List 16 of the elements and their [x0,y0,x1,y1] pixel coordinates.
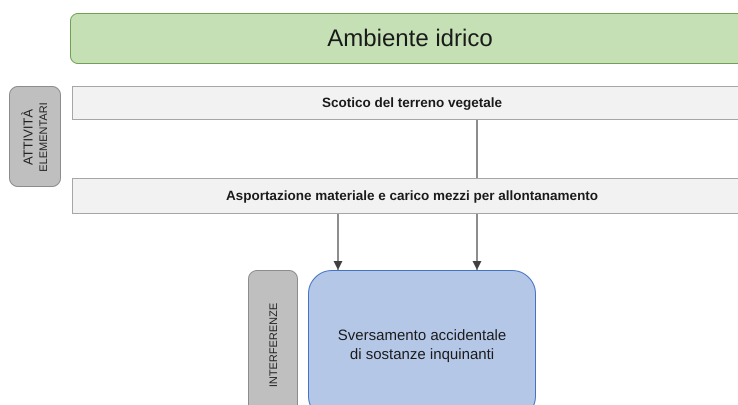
side-label: ATTIVITÀ [20,108,36,165]
activity-bar [72,178,738,214]
arrow [472,214,482,270]
heading-band [70,13,738,64]
impact-label: Sversamento accidentale di sostanze inquinanti [337,326,507,364]
activity-label: Scotico del terreno vegetale [322,94,502,112]
side-label: INTERFERENZE [268,302,280,388]
connector-line [476,120,478,178]
heading: Ambiente idrico [327,24,493,54]
side-label: ELEMENTARI [38,102,50,172]
side-tab [248,270,298,405]
impact-box [308,270,536,405]
side-tab [9,86,61,187]
activity-label: Asportazione materiale e carico mezzi per allontanamento [226,187,598,205]
arrow [334,214,342,270]
activity-bar [72,86,738,120]
